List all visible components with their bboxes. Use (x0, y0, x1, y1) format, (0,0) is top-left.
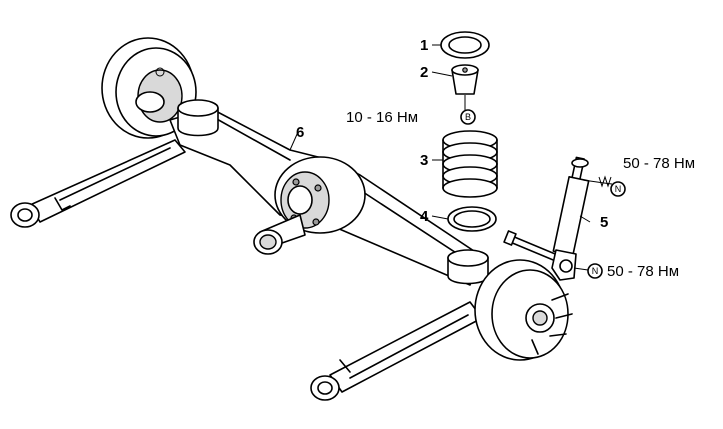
bump-stop (451, 64, 479, 95)
torque-mark-b: B (465, 112, 471, 122)
torque-mark-n-bottom: N (592, 266, 599, 276)
rear-axle-beam (169, 99, 489, 286)
callout-1: 1 (420, 37, 428, 54)
left-trailing-arm (10, 139, 186, 228)
right-brake-drum (474, 259, 573, 361)
torque-symbols: B N N (460, 109, 626, 279)
torque-label-bump-stop: 10 - 16 Нм (346, 109, 418, 126)
callout-4: 4 (420, 208, 429, 225)
torque-label-shock-top: 50 - 78 Нм (623, 155, 695, 172)
shock-lower-bolt (503, 230, 561, 263)
callout-2: 2 (420, 64, 428, 81)
spring-upper-insulator (440, 31, 490, 59)
right-trailing-arm (310, 301, 483, 401)
callout-3: 3 (420, 152, 428, 169)
shock-absorber (551, 156, 590, 281)
torque-mark-n-top: N (615, 184, 622, 194)
callout-5: 5 (600, 214, 608, 231)
spring-lower-insulator (447, 206, 497, 232)
coil-spring (442, 130, 498, 198)
callout-6: 6 (296, 124, 304, 141)
leader-lines (289, 44, 613, 271)
left-brake-drum (101, 37, 197, 139)
torque-label-shock-bottom: 50 - 78 Нм (607, 263, 679, 280)
